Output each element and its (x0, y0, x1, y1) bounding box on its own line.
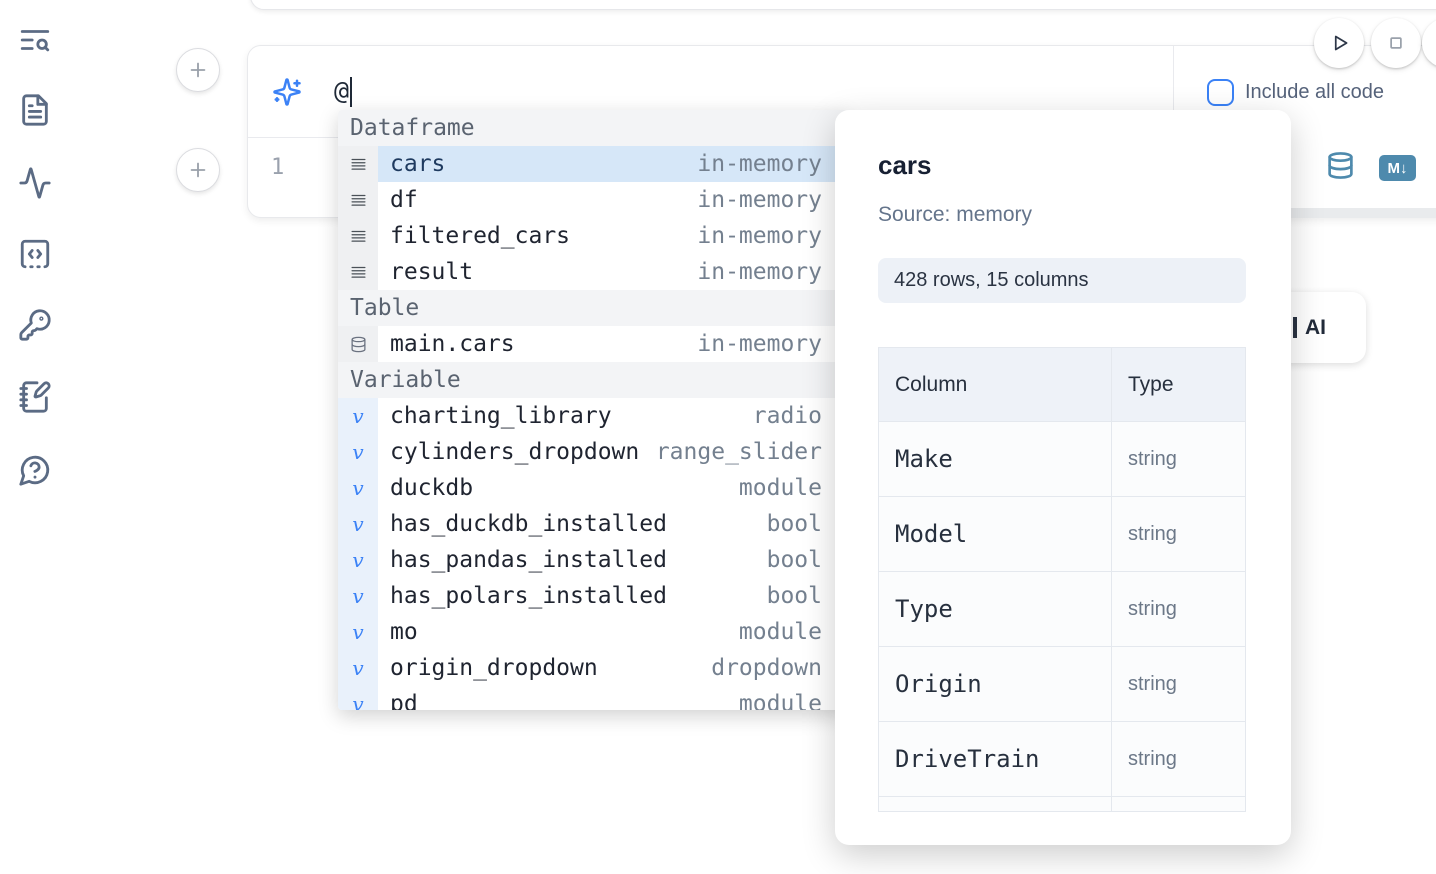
preview-source: Source: memory (878, 203, 1033, 226)
code-editor-row[interactable]: 1 M↓ (248, 139, 1436, 219)
add-cell-above-button[interactable] (176, 48, 220, 92)
type-header: Type (1128, 372, 1174, 396)
row-column-count-badge: 428 rows, 15 columns (878, 258, 1246, 303)
previous-cell-fragment (250, 0, 1436, 10)
prompt-options: Include all code (1173, 46, 1436, 138)
database-icon[interactable] (1326, 151, 1355, 185)
include-all-code-label: Include all code (1245, 80, 1384, 103)
preview-title: cars (878, 150, 932, 180)
variable-icon: v (352, 512, 364, 536)
rows-icon (350, 158, 366, 170)
play-icon (1334, 35, 1348, 51)
variable-icon: v (352, 584, 364, 608)
section-header-table: Table (338, 290, 848, 326)
section-header-variable: Variable (338, 362, 848, 398)
activity-icon[interactable] (18, 166, 54, 202)
ai-prompt-input[interactable]: @ (334, 76, 353, 107)
markdown-icon[interactable]: M↓ (1379, 155, 1416, 181)
sparkles-icon (272, 77, 302, 107)
include-all-code-checkbox[interactable] (1207, 78, 1234, 106)
plus-icon (190, 162, 206, 178)
notebook-pen-icon[interactable] (18, 380, 54, 416)
rows-icon (350, 194, 366, 206)
column-header: Column (879, 348, 1112, 421)
plus-icon (190, 62, 206, 78)
table-row: Model string (879, 496, 1245, 571)
text-search-icon[interactable] (18, 23, 54, 59)
variable-icon: v (352, 440, 364, 464)
run-cell-button[interactable] (1314, 18, 1364, 68)
section-header-dataframe: Dataframe (338, 110, 848, 146)
ai-button-label: AI (1305, 315, 1326, 339)
add-cell-below-button[interactable] (176, 148, 220, 192)
schema-table-header: Column Type (879, 348, 1245, 421)
text-caret (350, 77, 353, 107)
prompt-value: @ (334, 76, 350, 105)
key-icon[interactable] (18, 308, 54, 344)
database-icon (350, 336, 366, 352)
variable-icon: v (352, 548, 364, 572)
table-row: Make string (879, 421, 1245, 496)
clipped-letter (1293, 317, 1297, 338)
stop-cell-button[interactable] (1371, 18, 1421, 68)
table-row: DriveTrain string (879, 721, 1245, 796)
variable-icon: v (352, 620, 364, 644)
schema-table: Column Type Make string Model string Typ… (878, 347, 1246, 812)
table-row: Type string (879, 571, 1245, 646)
square-stop-icon (1390, 37, 1402, 49)
rows-icon (350, 230, 366, 242)
snippets-code-icon[interactable] (18, 237, 54, 273)
table-row: Origin string (879, 646, 1245, 721)
rows-icon (350, 266, 366, 278)
file-text-icon[interactable] (18, 93, 54, 129)
variable-icon: v (352, 476, 364, 500)
help-chat-icon[interactable] (18, 453, 54, 489)
dataframe-preview-panel: cars Source: memory 428 rows, 15 columns… (835, 110, 1291, 845)
variable-icon: v (352, 656, 364, 680)
variable-icon: v (352, 692, 364, 710)
table-row (879, 796, 1245, 811)
line-number: 1 (271, 155, 285, 180)
extra-action-button[interactable] (1422, 18, 1436, 68)
variable-icon: v (352, 404, 364, 428)
